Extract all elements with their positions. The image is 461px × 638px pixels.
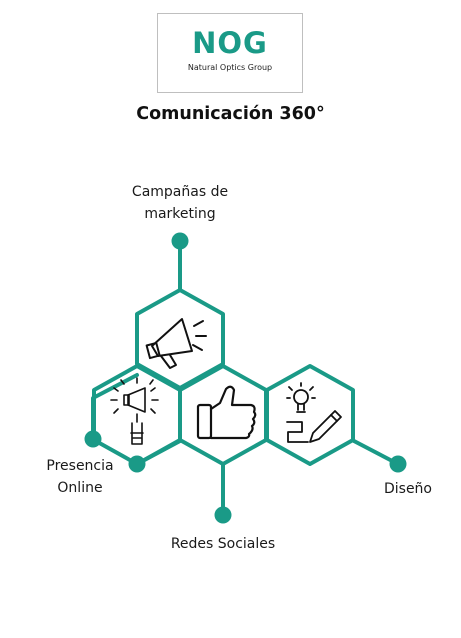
node-dot-diseno: [389, 455, 407, 473]
node-dot-presencia-inner: [128, 455, 146, 473]
lightbulb-megaphone-icon: [110, 377, 159, 445]
logo-wordmark: NOG: [192, 26, 268, 60]
node-label-presencia-line-1: Presencia: [46, 458, 114, 474]
node-label-redes-line-1: Redes Sociales: [170, 536, 276, 552]
node-label-campanas: Campañas de marketing: [100, 181, 260, 225]
node-dot-presencia-outer: [84, 430, 102, 448]
company-logo: NOG Natural Optics Group: [157, 13, 303, 93]
node-label-presencia-line-2: Online: [57, 480, 103, 496]
hexagon-redes: [178, 364, 268, 466]
node-label-diseno: Diseño: [368, 478, 448, 500]
node-dot-campanas: [171, 232, 189, 250]
node-label-campanas-line-2: marketing: [144, 206, 216, 222]
node-label-redes: Redes Sociales: [140, 533, 306, 555]
thumbs-up-icon: [196, 385, 257, 440]
node-label-campanas-line-1: Campañas de: [131, 184, 229, 200]
hexagon-diseno: [265, 364, 355, 466]
megaphone-icon: [145, 318, 207, 369]
lightbulb-pencil-icon: [286, 382, 342, 443]
page-title: Comunicación 360°: [136, 104, 325, 124]
node-label-diseno-line-1: Diseño: [383, 481, 432, 497]
logo-tagline: Natural Optics Group: [187, 63, 273, 72]
node-label-presencia: Presencia Online: [20, 455, 140, 499]
node-dot-redes: [214, 506, 232, 524]
